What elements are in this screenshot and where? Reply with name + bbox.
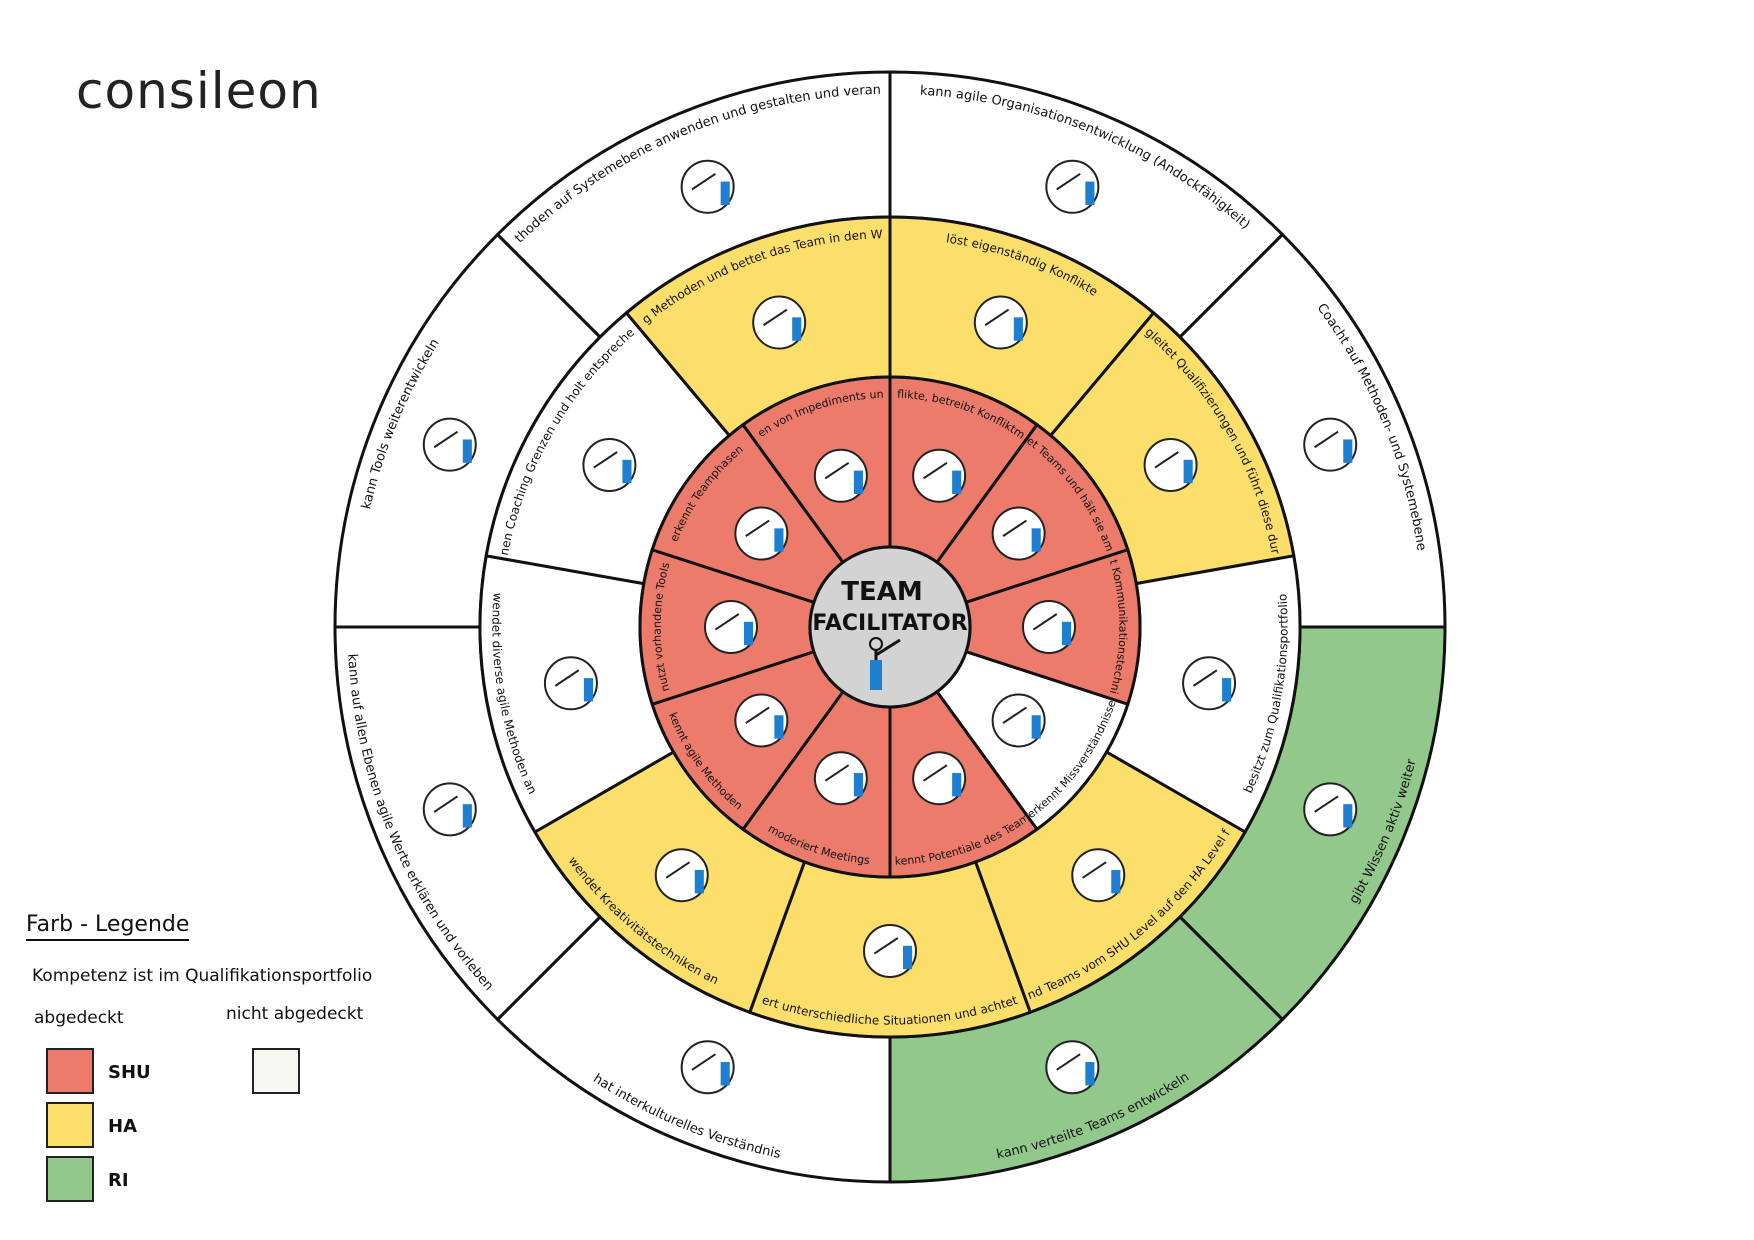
compass-icon [422,782,477,837]
ladder-icon [1071,848,1126,903]
book-icon [734,693,789,748]
impediment-icon [813,448,868,503]
legend-label-ri: RI [108,1170,129,1191]
legend-label-ha: HA [108,1116,137,1137]
moderation-icon [863,924,917,978]
legend-covered-label: abgedeckt [34,1008,124,1028]
building-spiral-icon [1045,159,1100,214]
legend-title: Farb - Legende [26,912,190,941]
lightbulb-bomb-icon [973,295,1028,350]
knowledge-transfer-icon [1303,782,1358,837]
misunderstanding-icon [991,693,1046,748]
globe-compass-icon [680,1040,735,1095]
tools-icon [704,600,758,654]
creativity-icon [654,848,709,903]
center-title-line2: FACILITATOR [812,611,967,636]
legend-swatch-shu [46,1048,94,1094]
methods-icon [543,656,598,711]
legend-not-covered-label: nicht abgedeckt [226,1004,364,1024]
conflict-icon [912,448,967,503]
agenda-icon [813,751,868,806]
globe-hands-icon [1045,1040,1100,1095]
legend-swatch-ha [46,1102,94,1148]
value-stream-icon [752,295,807,350]
center-hub: TEAM FACILITATOR [808,545,972,709]
coaching-limits-icon [582,438,637,492]
legend-subtitle: Kompetenz ist im Qualifikationsportfolio [32,966,373,986]
speech-bubble-icon [1022,600,1076,654]
building-person-icon [680,159,735,214]
training-icon [1143,438,1198,492]
legend-swatch-not-covered [252,1048,300,1094]
team-running-icon [991,506,1046,561]
facilitator-figure-icon [869,637,901,690]
center-title-line1: TEAM [841,577,923,607]
legend-swatch-ri [46,1156,94,1202]
alarm-clock-icon [734,506,789,561]
coach-whiteboard-icon [1303,417,1358,472]
brand-logo-text: consileon [76,62,322,120]
presentation-icon [1182,656,1237,711]
color-legend: Farb - Legende Kompetenz ist im Qualifik… [26,912,386,1232]
potential-icon [912,751,967,806]
pliers-icon [422,417,477,472]
legend-label-shu: SHU [108,1062,151,1083]
center-circle [808,545,972,709]
